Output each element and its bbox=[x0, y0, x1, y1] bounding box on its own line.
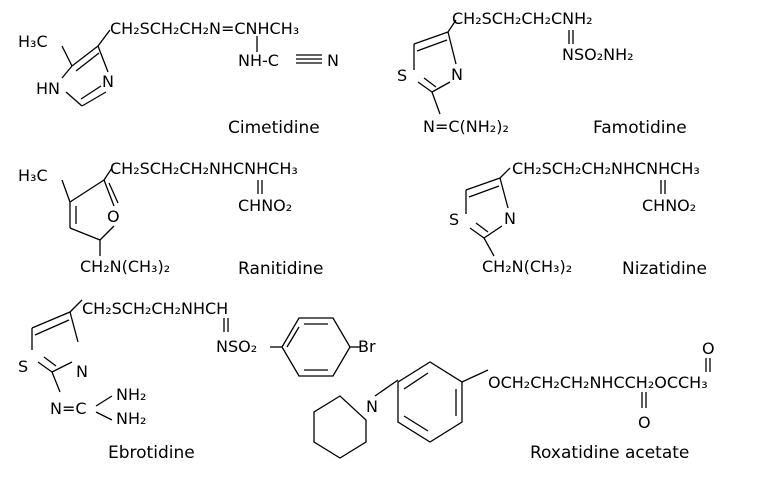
nizatidine-ring-bond bbox=[465, 177, 501, 191]
nizatidine-ring-bond bbox=[469, 227, 485, 239]
cimetidine-ring-bond bbox=[65, 91, 83, 107]
cimetidine-methyl-bond bbox=[61, 45, 73, 67]
ebrotidine-nh2-bond bbox=[95, 395, 113, 407]
roxatidine-ester-o: O bbox=[702, 339, 715, 358]
roxatidine-ether-bond bbox=[461, 369, 489, 383]
famotidine-ring-bond bbox=[417, 81, 433, 93]
roxatidine-benzene-double-bond bbox=[403, 372, 429, 390]
famotidine-ring-n: N bbox=[451, 65, 463, 84]
ebrotidine-nh2-a: NH₂ bbox=[116, 385, 146, 404]
ranitidine-ring-o: O bbox=[107, 207, 120, 226]
ebrotidine-guanidine-c: N=C bbox=[50, 399, 87, 418]
roxatidine-benzyl-bond bbox=[374, 379, 399, 397]
cimetidine-structure: H₃C CH₂SCH₂CH₂N=CNHCH₃ NH-C N N HN Cimet… bbox=[18, 19, 339, 138]
ebrotidine-benzene-double-bond bbox=[286, 326, 300, 348]
roxatidine-piperidine-ring bbox=[313, 395, 367, 459]
cimetidine-name: Cimetidine bbox=[228, 118, 320, 138]
nizatidine-ring-s: S bbox=[449, 210, 459, 229]
ranitidine-name: Ranitidine bbox=[238, 259, 324, 279]
ebrotidine-ring-bond bbox=[51, 361, 73, 373]
roxatidine-name: Roxatidine acetate bbox=[530, 443, 689, 463]
ranitidine-structure: H₃C CH₂SCH₂CH₂NHCNHCH₃ CHNO₂ O CH₂N(CH₃)… bbox=[18, 159, 324, 279]
roxatidine-structure: N OCH₂CH₂CH₂NHCCH₂OCCH₃ O O Roxatidine a… bbox=[313, 339, 715, 463]
famotidine-ring-bond bbox=[447, 31, 457, 65]
famotidine-ring-s: S bbox=[397, 66, 407, 85]
cimetidine-ring-bond bbox=[81, 91, 107, 107]
nizatidine-ring-double-bond bbox=[475, 222, 489, 233]
roxatidine-benzene-double-bond bbox=[403, 415, 429, 432]
nizatidine-side-chain: CH₂SCH₂CH₂NHCNHCH₃ bbox=[512, 159, 700, 178]
famotidine-guanidine-bond bbox=[431, 91, 441, 115]
ranitidine-ring-bond bbox=[69, 227, 101, 241]
ebrotidine-ring-double-bond bbox=[43, 356, 57, 367]
famotidine-name: Famotidine bbox=[593, 118, 687, 138]
cimetidine-ring-bond bbox=[61, 65, 73, 79]
famotidine-guanidine: N=C(NH₂)₂ bbox=[423, 117, 509, 136]
ranitidine-ring-double-bond bbox=[108, 182, 119, 204]
ebrotidine-ring-bond bbox=[69, 311, 79, 343]
nizatidine-name: Nizatidine bbox=[622, 259, 707, 279]
nizatidine-ring-bond bbox=[483, 225, 503, 239]
nizatidine-amine: CH₂N(CH₃)₂ bbox=[482, 257, 572, 276]
ebrotidine-guanidine-bond bbox=[51, 371, 61, 393]
ebrotidine-ring-bond bbox=[31, 311, 71, 329]
ranitidine-amine: CH₂N(CH₃)₂ bbox=[80, 257, 170, 276]
famotidine-ring-bond bbox=[431, 81, 451, 93]
nizatidine-ring-n: N bbox=[504, 209, 516, 228]
ebrotidine-ring-bond bbox=[37, 361, 53, 373]
ranitidine-chain-bond bbox=[103, 167, 113, 181]
roxatidine-benzene-ring bbox=[397, 361, 463, 443]
famotidine-chain-bond bbox=[447, 19, 457, 33]
cimetidine-ring-n: N bbox=[102, 72, 114, 91]
cimetidine-ring-double-bond bbox=[75, 52, 100, 72]
nizatidine-ring-double-bond bbox=[468, 185, 500, 198]
ranitidine-ring-bond bbox=[103, 179, 115, 207]
cimetidine-ring-hn: HN bbox=[36, 79, 60, 98]
ebrotidine-nh2-b: NH₂ bbox=[116, 409, 146, 428]
nizatidine-structure: CH₂SCH₂CH₂NHCNHCH₃ CHNO₂ S N CH₂N(CH₃)₂ … bbox=[449, 159, 707, 279]
cimetidine-cyano-n: N bbox=[327, 51, 339, 70]
ebrotidine-nh2-bond bbox=[95, 411, 113, 421]
ebrotidine-ring-s: S bbox=[18, 357, 28, 376]
ebrotidine-name: Ebrotidine bbox=[108, 443, 195, 463]
nizatidine-nitro: CHNO₂ bbox=[642, 196, 696, 215]
ranitidine-side-chain: CH₂SCH₂CH₂NHCNHCH₃ bbox=[110, 159, 298, 178]
nizatidine-chain-bond bbox=[499, 167, 511, 179]
ebrotidine-sulfonyl: NSO₂ bbox=[216, 337, 257, 356]
cimetidine-side-chain: CH₂SCH₂CH₂N=CNHCH₃ bbox=[110, 19, 299, 38]
ranitidine-ring-bond bbox=[99, 225, 115, 241]
ebrotidine-ring-n: N bbox=[76, 362, 88, 381]
famotidine-ring-double-bond bbox=[423, 77, 437, 88]
nizatidine-amine-bond bbox=[483, 237, 495, 257]
roxatidine-amide-o: O bbox=[638, 413, 651, 432]
cimetidine-ring-bond bbox=[97, 45, 109, 73]
roxatidine-side-chain: OCH₂CH₂CH₂NHCCH₂OCCH₃ bbox=[488, 373, 708, 392]
ebrotidine-chain-bond bbox=[69, 299, 83, 313]
ranitidine-methyl-label: H₃C bbox=[18, 166, 48, 185]
famotidine-ring-double-bond bbox=[416, 39, 448, 52]
cimetidine-cyano-label: NH-C bbox=[238, 51, 279, 70]
famotidine-sulfamoyl: NSO₂NH₂ bbox=[562, 45, 634, 64]
roxatidine-piperidine-n: N bbox=[366, 397, 378, 416]
ebrotidine-side-chain: CH₂SCH₂CH₂NHCH bbox=[82, 299, 228, 318]
cimetidine-methyl-label: H₃C bbox=[18, 32, 48, 51]
ebrotidine-benzene-ring bbox=[281, 317, 351, 377]
ebrotidine-structure: CH₂SCH₂CH₂NHCH NSO₂ Br S N N=C NH₂ NH₂ E… bbox=[18, 299, 376, 463]
famotidine-ring-bond bbox=[413, 31, 449, 45]
cimetidine-ring-double-bond bbox=[80, 85, 102, 100]
cimetidine-chain-bond bbox=[97, 29, 111, 47]
cimetidine-ring-bond bbox=[71, 45, 99, 67]
ranitidine-methyl-bond bbox=[61, 179, 71, 203]
famotidine-side-chain: CH₂SCH₂CH₂CNH₂ bbox=[452, 9, 593, 28]
ebrotidine-ring-double-bond bbox=[34, 319, 70, 336]
ranitidine-ring-bond bbox=[69, 179, 105, 203]
ranitidine-nitro: CHNO₂ bbox=[238, 196, 292, 215]
famotidine-structure: CH₂SCH₂CH₂CNH₂ NSO₂NH₂ S N N=C(NH₂)₂ Fam… bbox=[397, 9, 687, 138]
ebrotidine-bromo: Br bbox=[358, 337, 376, 356]
nizatidine-ring-bond bbox=[499, 177, 509, 209]
